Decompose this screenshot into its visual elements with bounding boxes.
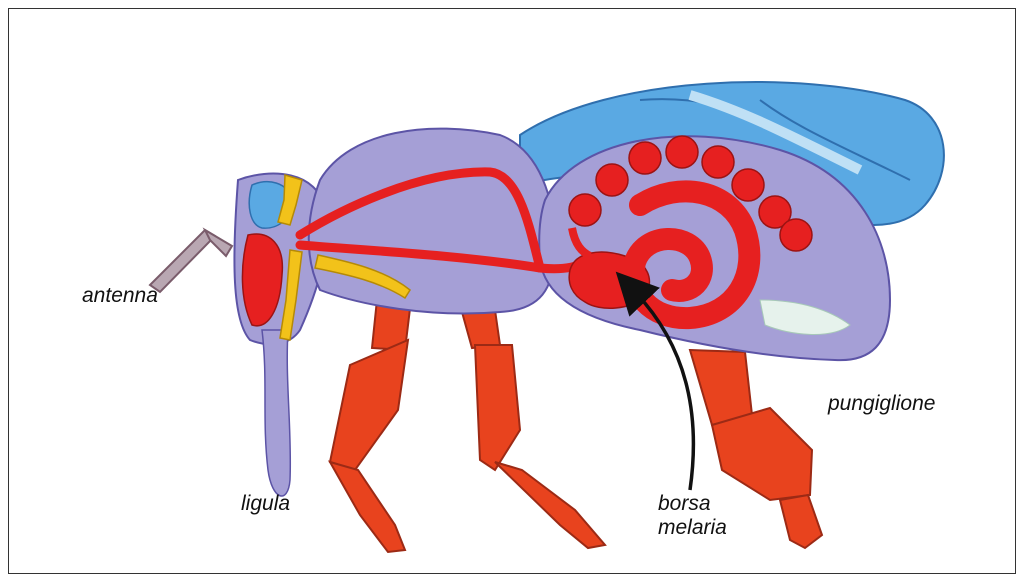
- antenna-shape: [150, 230, 232, 292]
- label-borsa-line2: melaria: [658, 516, 727, 540]
- label-antenna: antenna: [82, 284, 158, 308]
- thorax-shape: [309, 129, 555, 314]
- leg-front: [330, 290, 412, 552]
- label-borsa-melaria: borsa melaria: [658, 492, 727, 539]
- label-borsa-line1: borsa: [658, 492, 727, 516]
- leg-middle: [462, 310, 605, 548]
- label-pungiglione: pungiglione: [828, 392, 935, 416]
- label-ligula: ligula: [241, 492, 290, 516]
